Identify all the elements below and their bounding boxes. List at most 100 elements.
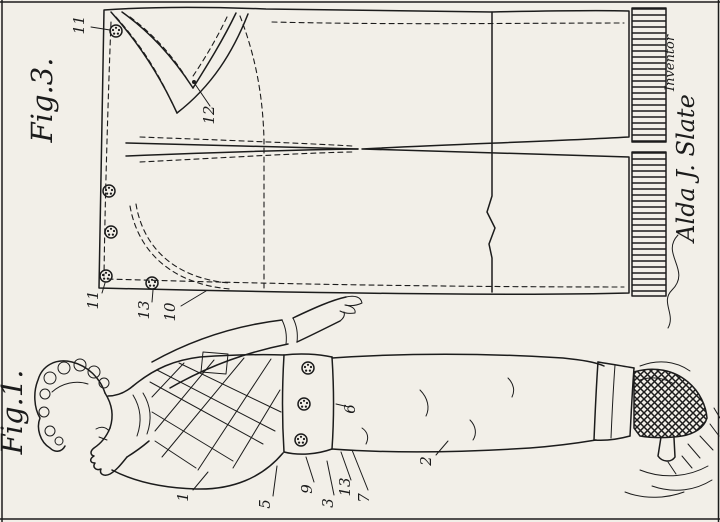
pocket-stitching xyxy=(129,205,231,290)
ref-numeral-11: 11 xyxy=(70,15,88,34)
trouser-cuff xyxy=(597,361,635,369)
blouse-front-hem xyxy=(111,452,284,490)
hair-curl xyxy=(73,358,87,372)
collar-line xyxy=(142,392,151,435)
trouser-cuff xyxy=(593,361,599,441)
sleeve-cuff xyxy=(281,319,287,345)
leader-line xyxy=(340,451,352,481)
trouser-cuff xyxy=(593,435,631,441)
collar-stitching xyxy=(129,16,188,80)
hair-curl xyxy=(87,365,101,379)
bottom-edge-stitching xyxy=(107,278,625,288)
collar-edge xyxy=(192,12,237,89)
front-edge-stitching xyxy=(239,15,265,292)
lacing-line xyxy=(156,369,276,432)
ref-numeral-9: 9 xyxy=(298,484,316,494)
ref-numeral-2: 2 xyxy=(417,456,435,467)
wrinkle xyxy=(507,377,515,398)
ankle-line xyxy=(639,377,675,385)
rise-seam xyxy=(125,142,359,150)
cuff-band-top xyxy=(631,7,667,143)
ref-numeral-1: 1 xyxy=(174,492,192,502)
face xyxy=(90,392,128,476)
hair-curl xyxy=(51,381,89,393)
hair-curl xyxy=(43,371,57,385)
inventor-caption: Inventor xyxy=(663,34,678,92)
fig1-label: Fig.1. xyxy=(0,370,29,456)
ground-line xyxy=(639,465,709,477)
sleeve-cuff xyxy=(292,317,298,343)
hair-curl xyxy=(98,377,110,389)
ref-numeral-6: 6 xyxy=(341,404,359,414)
fold-seam-line xyxy=(486,11,496,293)
hair-outline xyxy=(34,360,106,452)
lacing-line xyxy=(154,359,215,432)
hair-curl xyxy=(39,388,51,400)
lacing-line xyxy=(151,362,185,398)
hair-curl xyxy=(44,425,56,437)
leader-line xyxy=(305,456,315,483)
shoe-heel xyxy=(657,436,676,462)
leader-line xyxy=(101,282,106,294)
lacing-line xyxy=(149,381,264,445)
fig3-label: Fig.3. xyxy=(25,58,59,144)
leader-line xyxy=(194,83,211,107)
ref-numeral-12: 12 xyxy=(200,105,218,124)
arm xyxy=(151,295,363,389)
hand-bottom xyxy=(296,320,341,343)
waistband xyxy=(281,353,335,455)
trouser-bottom xyxy=(331,439,597,453)
eye xyxy=(98,436,108,441)
leader-line xyxy=(351,449,369,491)
inventor-signature: Alda J. Slate xyxy=(672,94,700,244)
collar xyxy=(110,11,249,114)
lacing-line xyxy=(178,362,282,413)
waistband-edge xyxy=(281,354,285,453)
forehead xyxy=(104,392,113,429)
hand-top xyxy=(292,296,347,319)
collar-point-marker xyxy=(192,80,196,84)
ref-numeral-5: 5 xyxy=(256,499,274,509)
sleeve-bottom xyxy=(169,343,289,389)
ground-hatching xyxy=(667,407,720,475)
lacing-line xyxy=(161,357,245,458)
collar-stitching xyxy=(115,16,173,104)
leader-line xyxy=(435,440,449,456)
hair-curl xyxy=(54,436,64,446)
collar-line xyxy=(132,394,141,437)
hair-curl xyxy=(38,406,50,418)
rise-seam-stitching xyxy=(139,136,353,147)
fig1-figure xyxy=(34,295,720,498)
trouser-top xyxy=(331,353,605,367)
ground-line xyxy=(651,479,713,491)
blouse xyxy=(111,351,285,490)
leader-line xyxy=(192,471,209,491)
leader-line xyxy=(335,403,350,408)
sleeve-top xyxy=(151,319,283,363)
lacing-line xyxy=(154,440,197,469)
ref-numeral-11: 11 xyxy=(84,290,102,309)
wrinkle xyxy=(361,427,369,445)
cuff-band-bottom xyxy=(631,151,667,297)
lacing-line xyxy=(197,358,272,471)
finger xyxy=(344,295,363,307)
pocket-stitching xyxy=(135,203,230,284)
hair xyxy=(34,358,110,452)
placket-stitching xyxy=(103,21,112,277)
eyebrow xyxy=(95,426,110,432)
ref-numeral-13: 13 xyxy=(336,477,354,496)
feet xyxy=(624,361,720,498)
signature-flourish xyxy=(666,234,680,329)
ref-numeral-7: 7 xyxy=(355,493,373,503)
trousers xyxy=(331,353,635,453)
fig3-garment xyxy=(90,6,667,307)
cuff-fold xyxy=(610,364,616,439)
neck-back xyxy=(107,385,134,397)
lacing-line xyxy=(151,411,234,462)
top-edge-stitching xyxy=(271,21,625,25)
waistband-edge xyxy=(283,353,333,358)
blouse-pocket xyxy=(200,351,229,375)
leader-line xyxy=(272,465,278,497)
collar-stitching xyxy=(190,16,228,80)
